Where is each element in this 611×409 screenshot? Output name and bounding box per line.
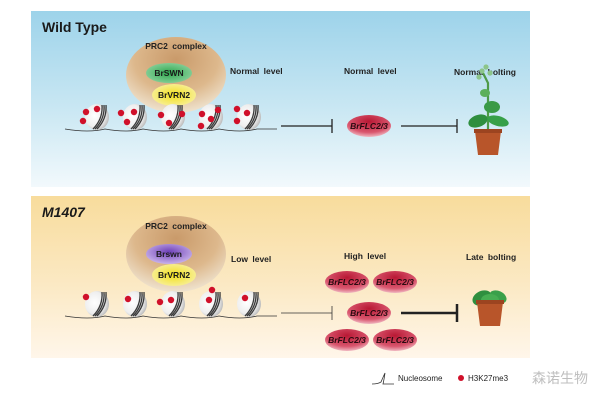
nucleosome: [123, 291, 147, 317]
h3k27me3-mark: [93, 105, 101, 113]
nucleosome: [237, 291, 261, 317]
wild-type-diagram: BrFLC2/3 PRC2 complex BrSWN BrVRN2: [64, 37, 458, 137]
phenotype-label-wt: Normal bolting: [454, 67, 516, 77]
h3k27me3-mark: [79, 117, 87, 125]
h3k27me3-mark: [123, 118, 131, 126]
brflc-label: BrFLC2/3: [376, 335, 414, 345]
swn-label: Brswn: [156, 249, 182, 259]
h3k27me3-mark: [117, 109, 125, 117]
nucleosome: [237, 104, 261, 130]
h3k27me3-mark: [130, 108, 138, 116]
nucleosome: [199, 291, 223, 317]
brflc-label: BrFLC2/3: [350, 308, 388, 318]
h3k27me3-mark: [156, 298, 164, 306]
h3k27-level-label: Low level: [231, 254, 272, 264]
h3k27me3-mark: [197, 122, 205, 130]
h3k27me3-mark: [233, 117, 241, 125]
wild-type-panel: Wild Type: [31, 11, 530, 187]
chromatin-fiber: [64, 104, 277, 132]
brswn-protein: [146, 63, 192, 83]
h3k27me3-mark: [198, 110, 206, 118]
h3k27me3-mark: [157, 111, 165, 119]
dna-strand: [64, 128, 277, 132]
legend-mark-label: H3K27me3: [468, 374, 509, 383]
h3k27me3-legend-dot: [458, 375, 464, 381]
brflc-gene: [347, 115, 391, 137]
nucleosome: [85, 291, 109, 317]
panel-title: Wild Type: [42, 19, 107, 35]
nucleosome: [161, 291, 185, 317]
h3k27me3-mark: [165, 119, 173, 127]
brswn-protein: [146, 244, 192, 264]
brvrn2-protein: [152, 84, 196, 106]
h3k27me3-mark: [241, 294, 249, 302]
vrn-label: BrVRN2: [158, 90, 190, 100]
dna-strand: [64, 315, 277, 319]
brflc-gene: BrFLC2/3: [325, 329, 369, 351]
complex-label: PRC2 complex: [145, 221, 207, 231]
nucleosome: [85, 104, 109, 130]
h3k27me3-mark: [207, 115, 215, 123]
brflc-label: BrFLC2/3: [350, 121, 388, 131]
h3k27me3-mark: [167, 296, 175, 304]
h3k27me3-mark: [214, 106, 222, 114]
h3k27me3-mark: [82, 293, 90, 301]
brflc-gene: BrFLC2/3: [373, 329, 417, 351]
swn-label: BrSWN: [154, 68, 183, 78]
brflc-gene: BrFLC2/3: [325, 271, 369, 293]
brflc-label: BrFLC2/3: [376, 277, 414, 287]
nucleosome: [123, 104, 147, 130]
h3k27me3-mark: [178, 110, 186, 118]
brflc-label: BrFLC2/3: [328, 277, 366, 287]
flc-level-label: Normal level: [344, 66, 397, 76]
h3k27me3-mark: [205, 296, 213, 304]
complex-label: PRC2 complex: [145, 41, 207, 51]
vrn-label: BrVRN2: [158, 270, 190, 280]
flc-level-label: High level: [344, 251, 387, 261]
legend-nucleosome-label: Nucleosome: [398, 374, 443, 383]
watermark: 森诺生物: [532, 370, 588, 386]
h3k27me3-mark: [82, 108, 90, 116]
brvrn2-protein: [152, 264, 196, 286]
h3k27me3-mark: [208, 286, 216, 294]
brflc-gene: BrFLC2/3: [347, 302, 391, 324]
h3k27me3-mark: [233, 105, 241, 113]
h3k27-level-label: Normal level: [230, 66, 283, 76]
chromatin-fiber: [64, 286, 277, 319]
panel-title: M1407: [42, 204, 85, 220]
h3k27me3-mark: [243, 109, 251, 117]
nucleosome-legend-icon: [372, 372, 394, 385]
phenotype-label-m1407: Late bolting: [466, 252, 517, 262]
h3k27me3-mark: [124, 295, 132, 303]
brflc-gene: BrFLC2/3: [373, 271, 417, 293]
brflc-label: BrFLC2/3: [328, 335, 366, 345]
